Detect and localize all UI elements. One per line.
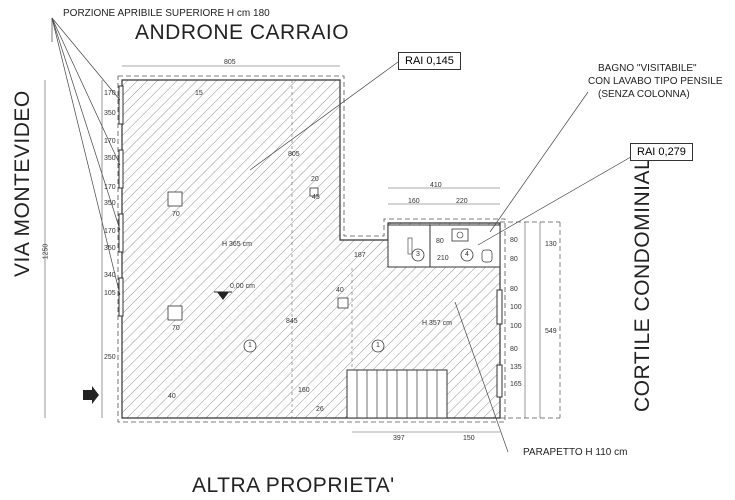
lavabo-sink: [451, 228, 469, 242]
top-note: PORZIONE APRIBILE SUPERIORE H cm 180: [63, 8, 270, 19]
rai-box-1: RAI 0,145: [398, 52, 461, 70]
altra-label: ALTRA PROPRIETA': [192, 474, 395, 497]
pillar: [309, 187, 319, 197]
pillar-label: 70: [172, 325, 180, 332]
elevation-marker-icon: [217, 292, 229, 300]
bagno-line2: CON LAVABO TIPO PENSILE: [588, 76, 723, 87]
pillar-label: 40: [168, 393, 176, 400]
dim-left: 350: [104, 245, 116, 252]
room-number: 4: [465, 251, 469, 258]
room-number: 1: [376, 342, 380, 349]
dim-inner: 845: [286, 318, 298, 325]
dim-left: 340: [104, 272, 116, 279]
pillar: [167, 305, 183, 321]
dim-right: 80: [510, 346, 518, 353]
room-number: 1: [248, 342, 252, 349]
dim-right: 135: [510, 364, 522, 371]
bagno-line3: (SENZA COLONNA): [598, 89, 690, 100]
pillar: [167, 191, 183, 207]
dim-top: 805: [224, 59, 236, 66]
dim-right: 100: [510, 304, 522, 311]
dim-small: 210: [437, 255, 449, 262]
dim-bagno-split: 160: [408, 198, 420, 205]
pillar: [337, 297, 349, 309]
via-label: VIA MONTEVIDEO: [11, 90, 34, 277]
dim-left: 350: [104, 155, 116, 162]
pillar-label: 70: [172, 211, 180, 218]
bathroom-block: [387, 224, 501, 268]
bagno-line1: BAGNO "VISITABILE": [598, 63, 697, 74]
dim-small: 15: [195, 90, 203, 97]
dim-right: 80: [510, 256, 518, 263]
dim-right: 165: [510, 381, 522, 388]
dim-right: 130: [545, 241, 557, 248]
dim-inner: 805: [288, 151, 300, 158]
cortile-label: CORTILE CONDOMINIALE: [631, 143, 654, 412]
dim-small: 160: [298, 387, 310, 394]
main-floor-area: [121, 79, 501, 419]
dim-left: 170: [104, 138, 116, 145]
dim-left: 105: [104, 290, 116, 297]
dim-small: 26: [316, 406, 324, 413]
parapetto-label: PARAPETTO H 110 cm: [523, 447, 628, 458]
androne-label: ANDRONE CARRAIO: [135, 21, 350, 44]
dim-right: 80: [510, 286, 518, 293]
dim-right-total: 549: [545, 328, 557, 335]
outer-boundary: [117, 75, 506, 423]
dim-left: 250: [104, 354, 116, 361]
height-right: H 357 cm: [422, 320, 452, 327]
room-number: 3: [416, 251, 420, 258]
wc-fixture: [481, 249, 493, 263]
height-left: H 365 cm: [222, 241, 252, 248]
elevation-label: 0,00 cm: [230, 283, 255, 290]
dim-left: 170: [104, 184, 116, 191]
dim-left: 350: [104, 110, 116, 117]
pillar-label: 40: [336, 287, 344, 294]
dim-small: 20: [311, 176, 319, 183]
dim-left: 170: [104, 90, 116, 97]
dim-small: 80: [436, 238, 444, 245]
dim-small: 45: [312, 194, 320, 201]
dim-right: 100: [510, 323, 522, 330]
dim-total-height: 1250: [42, 243, 50, 260]
entrance-arrow-icon: [83, 386, 99, 404]
dim-bagno: 410: [430, 182, 442, 189]
rai-box-2: RAI 0,279: [630, 143, 693, 161]
dim-bottom: 397: [393, 435, 405, 442]
dim-small: 187: [354, 252, 366, 259]
dim-bottom: 150: [463, 435, 475, 442]
dim-left: 170: [104, 228, 116, 235]
dim-right: 80: [510, 237, 518, 244]
dim-bagno-split: 220: [456, 198, 468, 205]
dim-left: 350: [104, 200, 116, 207]
